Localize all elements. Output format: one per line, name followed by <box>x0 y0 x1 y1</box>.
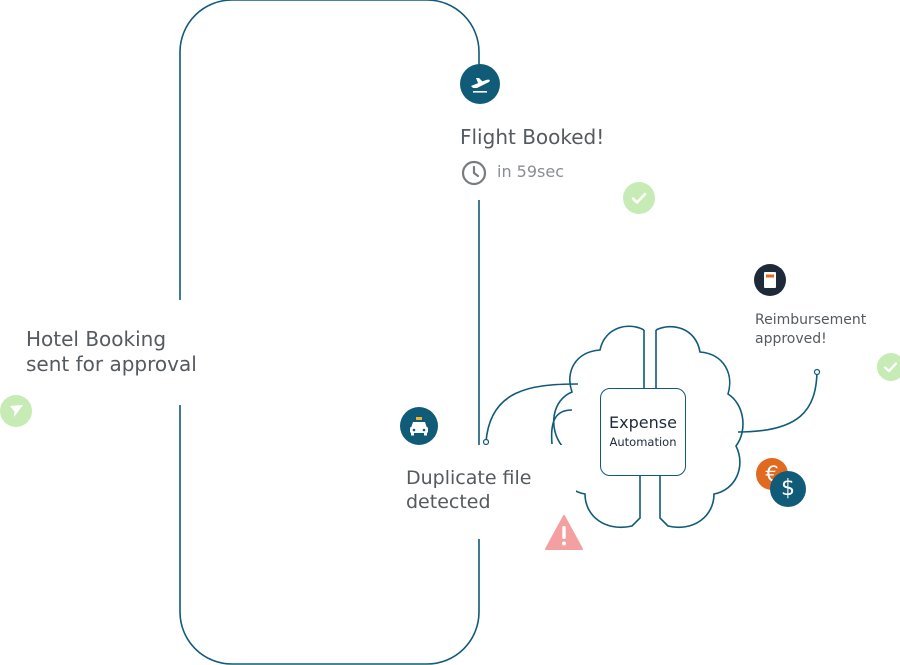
automation-subtitle: Automation <box>609 435 677 449</box>
check-icon-2 <box>877 353 900 381</box>
duplicate-line1: Duplicate file <box>406 467 532 489</box>
check-icon <box>623 182 655 214</box>
dollar-coin-icon: $ <box>770 471 806 507</box>
connector-to-reimbursement <box>737 371 818 433</box>
airplane-icon <box>460 64 500 104</box>
warning-icon <box>544 514 584 552</box>
receipt-icon <box>754 264 786 296</box>
reimbursement-line2: approved! <box>755 331 827 347</box>
hotel-line1: Hotel Booking <box>26 327 167 351</box>
brain-icon <box>553 325 744 529</box>
hotel-card <box>0 300 242 405</box>
taxi-icon <box>400 407 438 445</box>
send-icon <box>0 395 32 427</box>
reimbursement-line1: Reimbursement <box>755 312 867 328</box>
connector-dot-2 <box>813 368 821 376</box>
reimbursement-card <box>735 296 900 368</box>
connector-dot <box>482 438 490 446</box>
connector-to-brain <box>485 383 579 443</box>
clock-icon <box>461 160 487 186</box>
hotel-line2: sent for approval <box>26 352 197 376</box>
expense-title: Expense <box>609 413 677 432</box>
flight-time: in 59sec <box>497 162 565 181</box>
duplicate-card <box>378 445 576 539</box>
expense-automation-box: Expense Automation <box>600 388 686 476</box>
connector-to-brain-2 <box>550 409 573 445</box>
flight-title: Flight Booked! <box>460 125 605 149</box>
duplicate-line2: detected <box>406 491 491 513</box>
